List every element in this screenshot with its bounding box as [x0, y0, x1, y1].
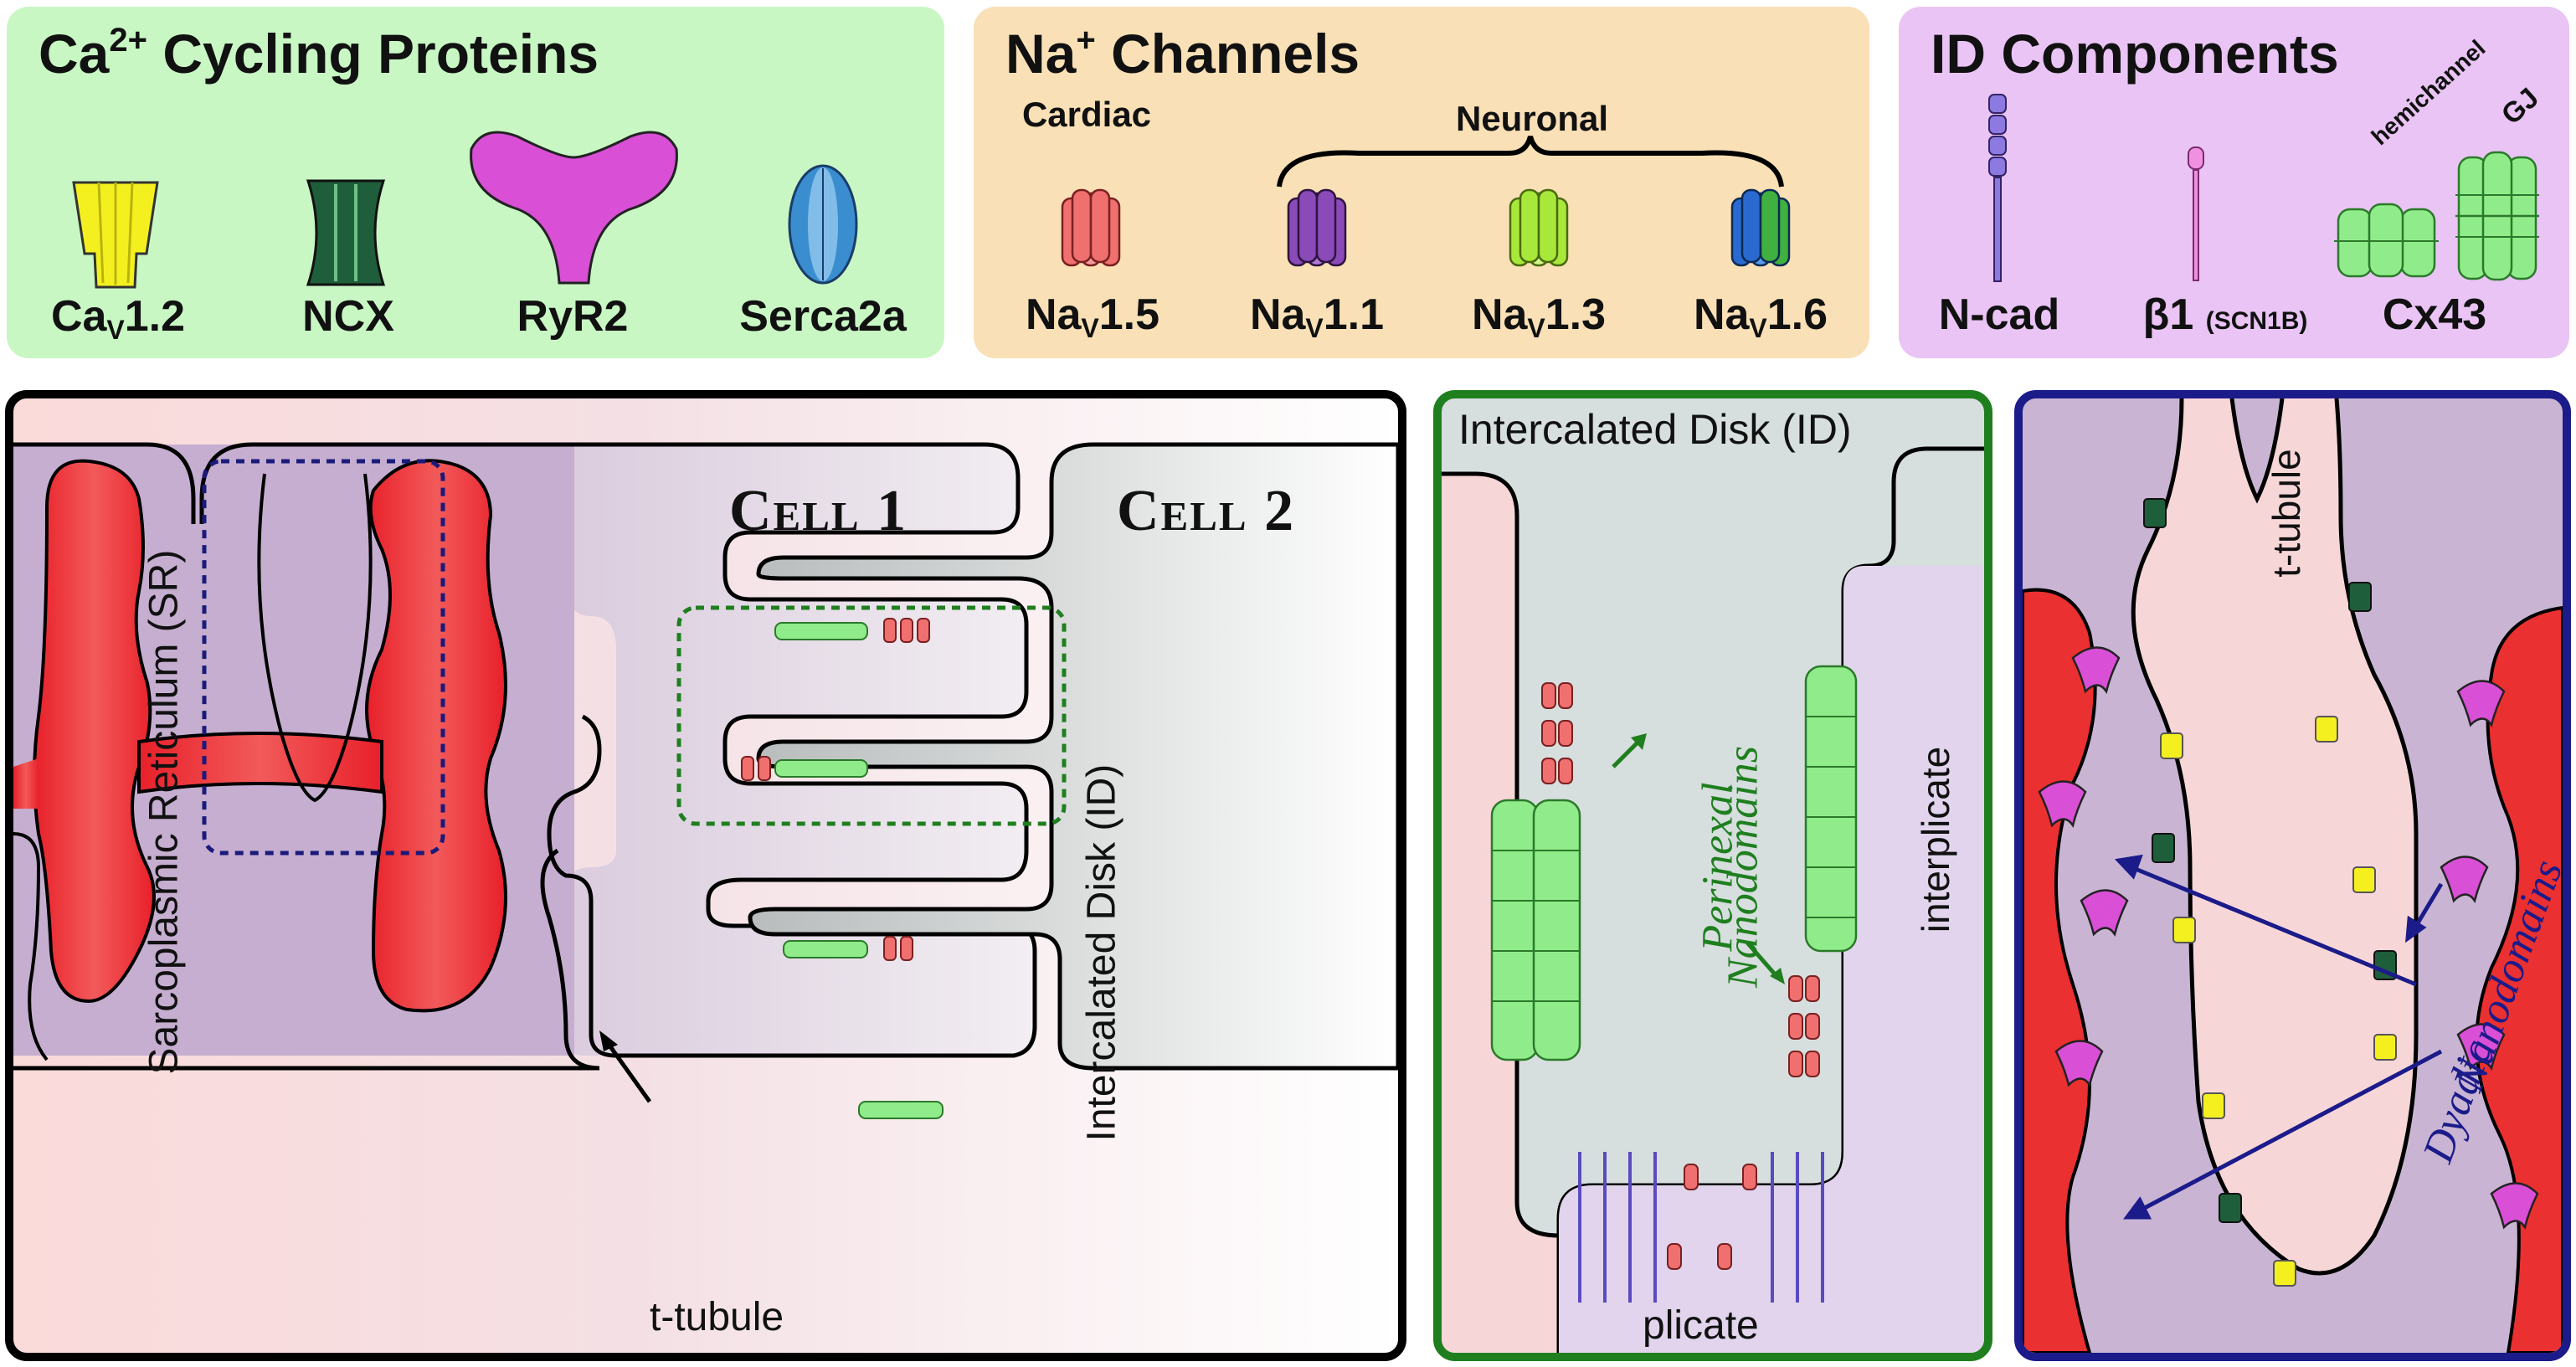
neuronal-brace-icon: [1277, 136, 1784, 188]
plicate-label: plicate: [1643, 1303, 1759, 1348]
cell2-label: Cell 2: [1117, 479, 1296, 543]
nav11-label: NaV1.1: [1249, 290, 1385, 343]
cell1-label: Cell 1: [729, 479, 908, 543]
serca2a-icon: [788, 164, 858, 285]
dyadic-ttubule-label: t-tubule: [2265, 449, 2308, 578]
n-cad-label: N-cad: [1938, 290, 2060, 339]
cell-ttubule-label: t-tubule: [650, 1295, 784, 1339]
ncx-icon: [306, 179, 386, 286]
nav13-icon: [1509, 188, 1569, 267]
cell-id-label: Intercalated Disk (ID): [1079, 763, 1124, 1142]
perinexal-label-2: Nanodomains: [1719, 746, 1767, 988]
nav16-label: NaV1.6: [1693, 290, 1828, 343]
id-components-title: ID Components: [1931, 23, 2339, 85]
nav15-label: NaV1.5: [1025, 290, 1160, 343]
id-components-legend-panel: ID Components N-cad β1 (SCN1B) hemichann…: [1899, 7, 2569, 358]
hemichannel-icon: [2334, 203, 2439, 278]
sr-label: Sarcoplasmic Reticulum (SR): [141, 549, 187, 1075]
hemichannel-label: hemichannel: [2366, 34, 2491, 151]
na-channels-legend-panel: Na+ Channels Cardiac Neuronal NaV1.5 NaV…: [974, 7, 1869, 358]
gj-label: GJ: [2495, 81, 2545, 131]
cell-overview-diagram: [13, 442, 1398, 1119]
cardiac-label: Cardiac: [1021, 95, 1152, 134]
ca-cycling-legend-panel: Ca2+ Cycling Proteins CaV1.2 NCX RyR2 Se…: [7, 7, 944, 358]
perinexal-diagram: [1442, 446, 1984, 1353]
perinexal-panel: Intercalated Disk (ID) Perinexal Nanodom…: [1433, 390, 1992, 1361]
perinexal-id-title: Intercalated Disk (ID): [1458, 406, 1852, 453]
nav15-icon: [1061, 188, 1121, 267]
dyadic-diagram: [2023, 398, 2563, 1353]
nav11-icon: [1287, 188, 1347, 267]
interplicate-label: interplicate: [1914, 746, 1957, 933]
cx43-label: Cx43: [2382, 290, 2487, 339]
ca-cycling-title: Ca2+ Cycling Proteins: [39, 22, 599, 85]
na-channels-title: Na+ Channels: [1005, 22, 1360, 85]
ryr2-icon: [470, 131, 678, 285]
nav16-icon: [1730, 188, 1791, 267]
cav12-icon: [72, 181, 159, 289]
dyadic-panel: t-tubule Dyadic Nanodomains: [2014, 390, 2571, 1361]
serca2a-label: Serca2a: [739, 292, 907, 341]
beta1-label: β1 (SCN1B): [2142, 290, 2308, 339]
nav13-label: NaV1.3: [1471, 290, 1607, 343]
cell-overview-panel: Cell 1 Cell 2 Sarcoplasmic Reticulum (SR…: [5, 390, 1406, 1361]
gap-junction-icon: [2455, 151, 2539, 281]
ryr2-label: RyR2: [517, 292, 629, 341]
neuronal-label: Neuronal: [1455, 99, 1609, 138]
cav12-label: CaV1.2: [50, 292, 186, 345]
beta1-icon: [2188, 146, 2204, 281]
n-cad-icon: [1988, 94, 2007, 282]
ncx-label: NCX: [302, 292, 394, 341]
